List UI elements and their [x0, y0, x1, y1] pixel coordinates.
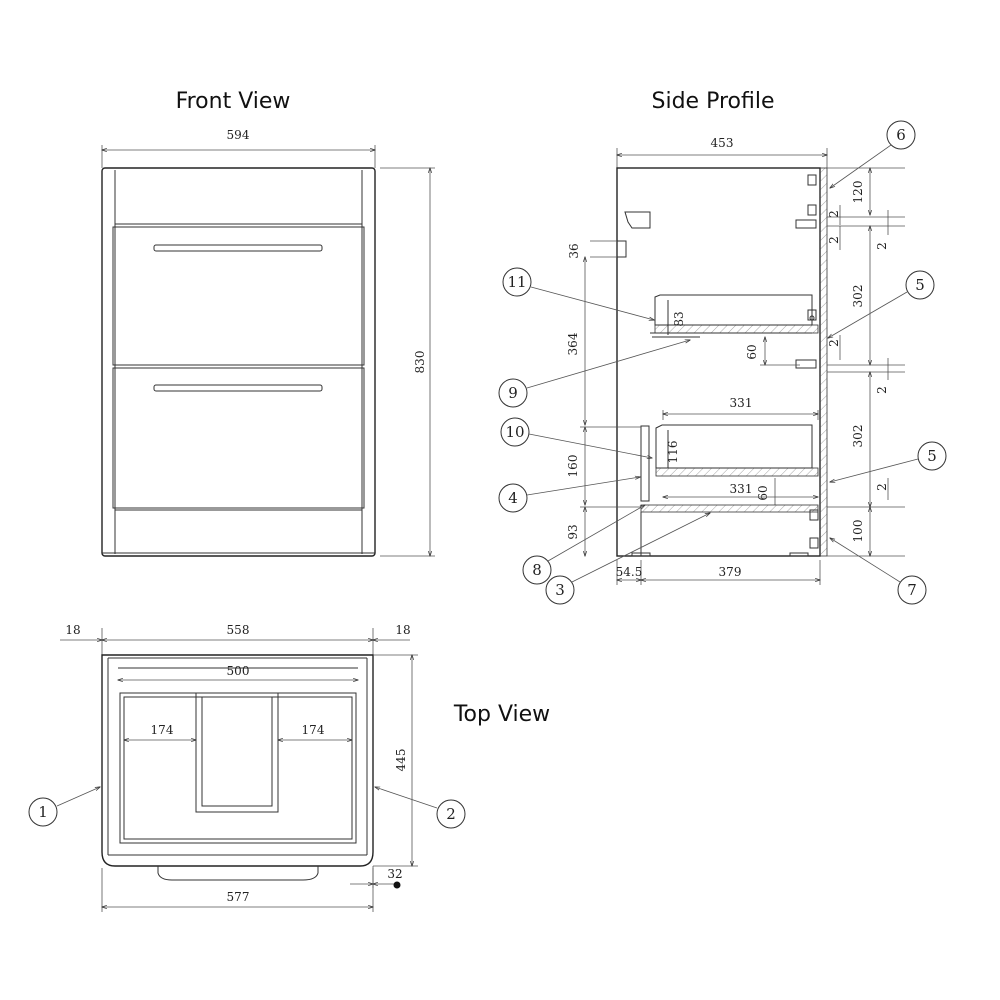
front-drawer-2-handle [153, 384, 323, 392]
top-handle32-label: 32 [387, 867, 402, 881]
side-d331b-label: 331 [730, 482, 753, 496]
svg-text:11: 11 [507, 273, 526, 291]
side-profile-title: Side Profile [652, 89, 775, 114]
front-view: Front View 594 830 [101, 89, 435, 557]
svg-text:10: 10 [505, 423, 524, 441]
svg-text:5: 5 [915, 276, 925, 294]
side-d83-label: 83 [672, 311, 686, 326]
side-profile: Side Profile 453 36 364 83 [498, 89, 947, 605]
top-plumbing-cutout [195, 693, 279, 813]
top-right174-label: 174 [302, 723, 325, 737]
top-cabinet-outline [101, 654, 374, 867]
side-r2c-label: 2 [827, 236, 841, 244]
side-d60a-label: 60 [745, 344, 759, 359]
side-d36-label: 36 [567, 243, 581, 258]
top-view-title: Top View [453, 702, 550, 727]
svg-text:6: 6 [896, 126, 906, 144]
front-width-label: 594 [227, 128, 250, 142]
top-width558-label: 558 [227, 623, 250, 637]
svg-text:4: 4 [508, 489, 518, 507]
callout-10: 10 [500, 417, 652, 458]
callout-4: 4 [498, 477, 640, 513]
callout-9: 9 [498, 340, 690, 408]
top-inner500-label: 500 [227, 664, 250, 678]
side-d93-label: 93 [566, 524, 580, 539]
side-lower-drawer-box [655, 424, 813, 469]
top-overall577-label: 577 [227, 890, 250, 904]
side-top-rail [616, 240, 627, 258]
callout-2: 2 [375, 787, 466, 829]
side-d364-label: 364 [566, 332, 580, 355]
front-drawer-1-handle [153, 244, 323, 252]
side-r2e-label: 2 [875, 386, 889, 394]
side-plinth-shelf [640, 504, 819, 513]
front-height-label: 830 [413, 351, 427, 374]
side-r2a-label: 2 [827, 210, 841, 218]
side-d60b-label: 60 [756, 485, 770, 500]
side-lower-drawer-front [640, 425, 650, 502]
side-r2d-label: 2 [827, 339, 841, 347]
top-left174-label: 174 [151, 723, 174, 737]
callout-6: 6 [830, 120, 916, 188]
svg-text:9: 9 [508, 384, 518, 402]
callout-7: 7 [830, 538, 927, 605]
callout-5-upper: 5 [828, 270, 935, 338]
side-lower-drawer-bottom [655, 467, 819, 477]
side-r120-label: 120 [851, 181, 865, 204]
front-drawer-2 [112, 367, 365, 509]
side-back-panel [819, 167, 828, 557]
side-r2f-label: 2 [875, 483, 889, 491]
svg-text:1: 1 [38, 803, 48, 821]
top-view: Top View 18 558 18 500 174 174 [28, 623, 550, 912]
svg-text:8: 8 [532, 561, 542, 579]
side-r100-label: 100 [851, 520, 865, 543]
top-drawer-outline [119, 692, 357, 844]
top-left18-label: 18 [65, 623, 80, 637]
side-r302b-label: 302 [851, 425, 865, 448]
top-depth445-label: 445 [394, 749, 408, 772]
side-r302a-label: 302 [851, 285, 865, 308]
front-drawer-1 [112, 226, 365, 366]
callout-5-lower: 5 [830, 441, 947, 482]
front-cabinet-outline [101, 167, 376, 557]
side-depth-label: 453 [711, 136, 734, 150]
side-d54-5-label: 54.5 [616, 565, 643, 579]
front-view-title: Front View [176, 89, 291, 114]
top-marker-dot [393, 881, 401, 889]
callout-3: 3 [545, 513, 710, 605]
side-basin-bracket [624, 211, 651, 229]
side-d116-label: 116 [666, 441, 680, 464]
svg-text:7: 7 [907, 581, 917, 599]
top-right18-label: 18 [395, 623, 410, 637]
svg-text:5: 5 [927, 447, 937, 465]
side-cabinet-outline [616, 167, 821, 557]
svg-text:2: 2 [446, 805, 456, 823]
svg-text:3: 3 [555, 581, 565, 599]
callout-11: 11 [502, 267, 654, 320]
side-r2b-label: 2 [875, 242, 889, 250]
callout-8: 8 [522, 505, 645, 585]
top-handle [157, 866, 319, 881]
callout-1: 1 [28, 787, 100, 827]
side-d160-label: 160 [566, 455, 580, 478]
side-d379-label: 379 [719, 565, 742, 579]
side-d331a-label: 331 [730, 396, 753, 410]
